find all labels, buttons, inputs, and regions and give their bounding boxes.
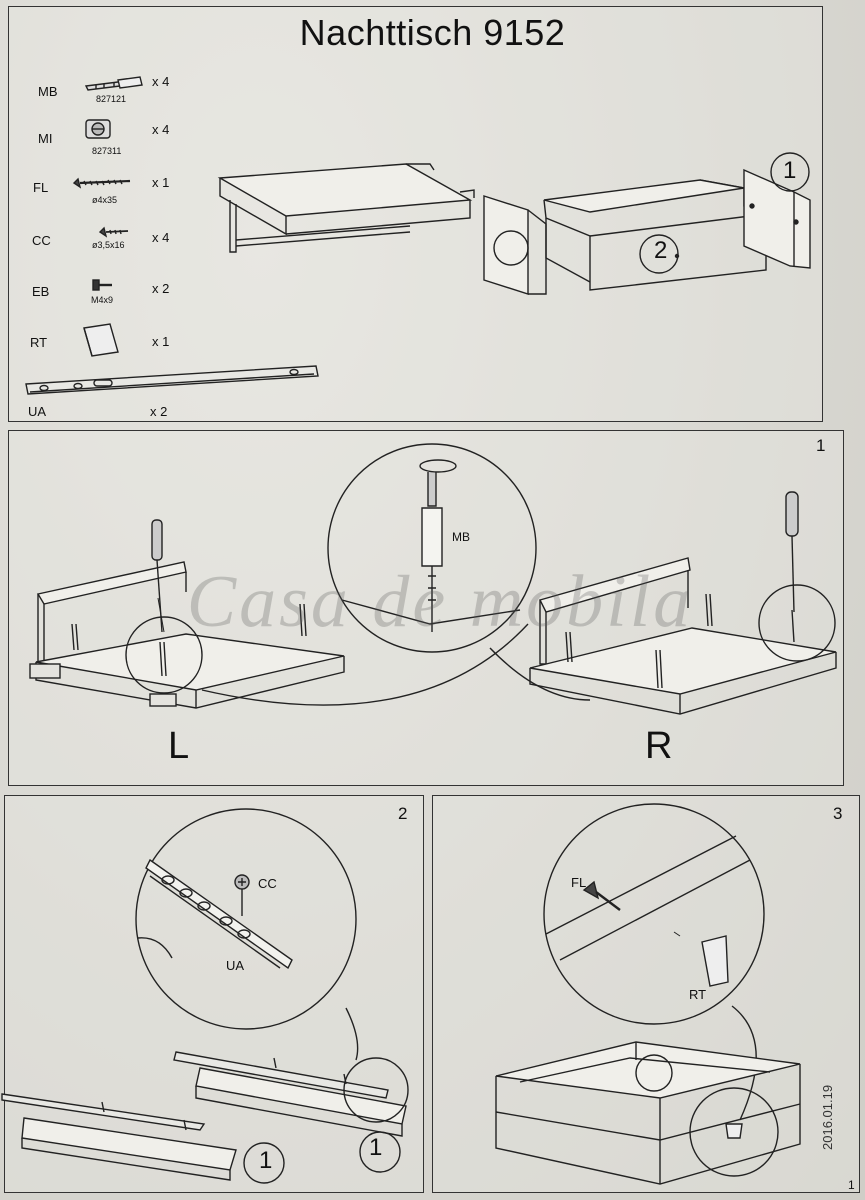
part-qty-ua: x 2 (150, 404, 168, 419)
step3-screw-label: FL (571, 875, 587, 890)
top-panel-drawing (217, 163, 475, 253)
rail-detail-drawing (135, 808, 359, 1061)
side-panel-right-drawing (743, 152, 811, 269)
page-marker: 1 (848, 1178, 855, 1192)
part-qty-mb: x 4 (152, 74, 170, 89)
side-panel-left-drawing (483, 195, 547, 295)
rail-assembly-drawing (1, 1051, 409, 1184)
step2-panel-right-number: 1 (369, 1134, 383, 1161)
bolt-eb-icon (92, 279, 112, 291)
step1-panel (8, 430, 844, 786)
part-code-mi: MI (38, 131, 53, 146)
parts-panel (8, 6, 823, 422)
screw-fl-icon (72, 177, 131, 189)
print-date: 2016.01.19 (820, 1084, 835, 1150)
base-right-drawing (529, 491, 837, 715)
watermark-text: Casa de mobila (186, 561, 694, 643)
drawer-rail-ua-icon (25, 365, 319, 395)
part-article-cc: ø3,5x16 (92, 240, 125, 250)
part-qty-mi: x 4 (152, 122, 170, 137)
part-qty-eb: x 2 (152, 281, 170, 296)
knob-rt-icon (83, 323, 119, 357)
part-qty-cc: x 4 (152, 230, 170, 245)
step1-number: 1 (816, 436, 826, 455)
side-panel-right-number: 1 (783, 157, 797, 184)
dowel-mb-icon (84, 76, 143, 91)
step3-number: 3 (833, 804, 843, 823)
part-article-fl: ø4x35 (92, 195, 118, 205)
step2-number: 2 (398, 804, 408, 823)
part-article-mi: 827311 (92, 146, 122, 156)
step2-rail-label: UA (226, 958, 245, 973)
base-left-drawing (29, 519, 345, 709)
step1-detail-label: MB (452, 530, 470, 544)
page-title: Nachttisch 9152 (299, 12, 566, 53)
part-qty-rt: x 1 (152, 334, 170, 349)
dowel-detail-drawing (201, 443, 591, 706)
step2-panel-left-number: 1 (259, 1147, 273, 1174)
step2-screw-label: CC (258, 876, 277, 891)
part-code-rt: RT (30, 335, 48, 350)
part-article-eb: M4x9 (91, 295, 114, 305)
drawer-front-number: 2 (654, 237, 668, 264)
part-code-eb: EB (32, 284, 50, 299)
part-article-mb: 827121 (96, 94, 127, 104)
cam-lock-mi-icon (85, 119, 111, 139)
part-code-mb: MB (38, 84, 58, 99)
step1-right-label: R (645, 725, 673, 767)
step1-left-label: L (168, 725, 190, 767)
drawer-step3-drawing (495, 1041, 801, 1185)
step3-knob-label: RT (689, 987, 707, 1002)
screw-cc-icon (98, 226, 129, 238)
knob-detail-drawing (543, 803, 765, 1121)
part-qty-fl: x 1 (152, 175, 170, 190)
part-code-cc: CC (32, 233, 51, 248)
part-code-ua: UA (28, 404, 47, 419)
step3-panel (432, 795, 860, 1193)
drawer-drawing (543, 179, 767, 291)
part-code-fl: FL (33, 180, 49, 195)
